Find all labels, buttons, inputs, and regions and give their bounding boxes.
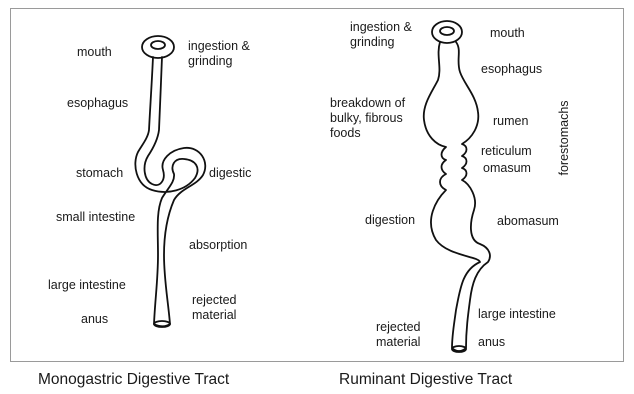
mono-label-large-intestine: large intestine [48, 278, 126, 293]
rum-label-breakdown: breakdown of bulky, fibrous foods [330, 96, 405, 141]
rum-label-large-intestine: large intestine [478, 307, 556, 322]
mono-tract-outline [135, 57, 205, 326]
rum-label-digestion: digestion [365, 213, 415, 228]
mono-label-rejected: rejected material [192, 293, 236, 323]
mono-label-stomach: stomach [76, 166, 123, 181]
mono-anus-shape [154, 321, 170, 327]
mono-mouth-shape [142, 36, 174, 58]
mono-label-small-intestine: small intestine [56, 210, 135, 225]
rum-label-esophagus: esophagus [481, 62, 542, 77]
rum-label-ingestion: ingestion & grinding [350, 20, 412, 50]
rum-label-reticulum: reticulum [481, 144, 532, 159]
rum-label-rejected: rejected material [376, 320, 420, 350]
mono-label-esophagus: esophagus [67, 96, 128, 111]
rum-label-mouth: mouth [490, 26, 525, 41]
mono-title: Monogastric Digestive Tract [38, 371, 229, 389]
mono-label-mouth: mouth [77, 45, 112, 60]
rum-label-omasum: omasum [483, 161, 531, 176]
rum-label-anus: anus [478, 335, 505, 350]
mono-label-digestic: digestic [209, 166, 251, 181]
mono-label-anus: anus [81, 312, 108, 327]
rum-title: Ruminant Digestive Tract [339, 371, 512, 389]
rum-tract-outline [424, 42, 490, 351]
mono-label-ingestion: ingestion & grinding [188, 39, 250, 69]
rum-label-forestomachs: forestomachs [557, 98, 571, 178]
rum-label-rumen: rumen [493, 114, 528, 129]
rum-mouth-shape [432, 21, 462, 43]
rum-mouth-opening [440, 27, 454, 35]
mono-label-absorption: absorption [189, 238, 247, 253]
mono-mouth-opening [151, 41, 165, 49]
rum-label-abomasum: abomasum [497, 214, 559, 229]
